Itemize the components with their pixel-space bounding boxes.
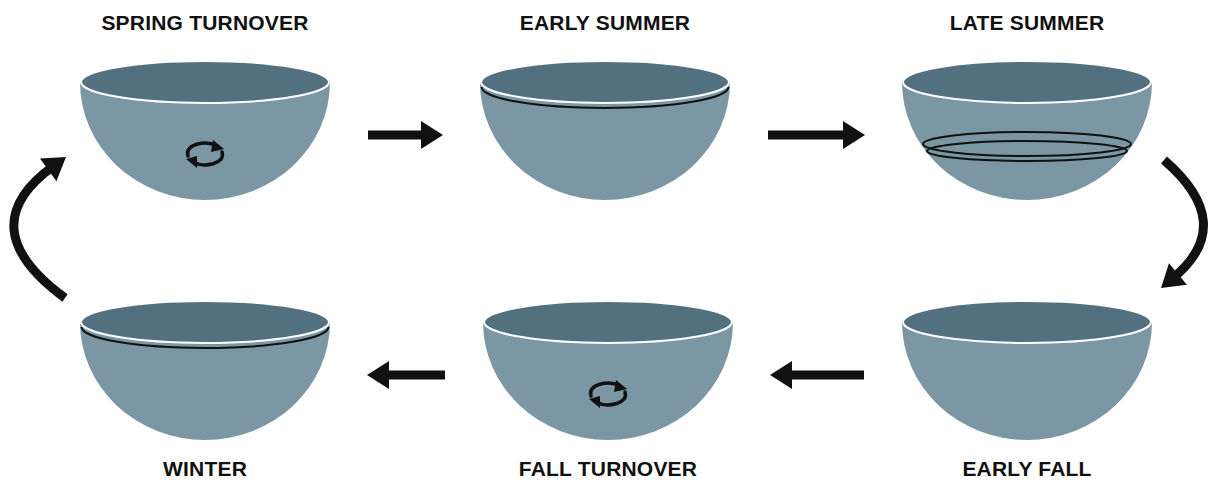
lake-surface: [81, 61, 329, 103]
stage-label: SPRING TURNOVER: [55, 10, 355, 36]
lake-stage: EARLY FALL: [902, 300, 1152, 490]
arrow-shaft: [1164, 160, 1203, 278]
arrowhead: [367, 361, 389, 389]
lake-bowl: [80, 300, 330, 442]
cycle-arrow: [768, 121, 865, 149]
lake-stage: SPRING TURNOVER: [80, 10, 330, 200]
arrow-shaft: [14, 166, 65, 298]
arrow-shaft: [786, 371, 864, 380]
lake-stage: FALL TURNOVER: [483, 300, 733, 490]
lake-stage: LATE SUMMER: [902, 10, 1152, 200]
stage-label-text: SPRING TURNOVER: [101, 11, 308, 34]
stage-label-text: EARLY SUMMER: [520, 11, 690, 34]
thermocline-line: [927, 141, 1127, 161]
cycle-arrow: [367, 361, 445, 389]
lake-bowl: [483, 300, 733, 442]
arrowhead: [770, 361, 792, 389]
arrowhead: [421, 121, 443, 149]
thermocline-line: [82, 327, 329, 348]
mixing-arrowhead: [589, 396, 600, 408]
stage-label-text: LATE SUMMER: [950, 11, 1105, 34]
cycle-arrow: [368, 121, 443, 149]
stage-label-text: EARLY FALL: [962, 457, 1091, 480]
lake-stage: EARLY SUMMER: [480, 10, 730, 200]
arrow-shaft: [768, 131, 849, 140]
mixing-arrowhead: [186, 156, 197, 168]
arrowhead: [1161, 263, 1187, 288]
stage-label-text: WINTER: [163, 457, 247, 480]
lake-bowl: [80, 60, 330, 202]
lake-surface: [481, 61, 729, 103]
mixing-arrowhead: [211, 140, 224, 152]
stage-label: EARLY FALL: [877, 456, 1177, 482]
stage-label: LATE SUMMER: [877, 10, 1177, 36]
lake-bowl: [480, 60, 730, 202]
lake-surface: [903, 61, 1151, 103]
arrow-shaft: [383, 371, 445, 380]
thermocline-line: [482, 87, 729, 108]
cycle-arrow: [770, 361, 864, 389]
lake-surface: [903, 301, 1151, 343]
mixing-arrowhead: [614, 380, 627, 392]
cycle-arrow: [1161, 160, 1203, 288]
lake-surface: [484, 301, 732, 343]
stage-label: WINTER: [55, 456, 355, 482]
stage-label: EARLY SUMMER: [455, 10, 755, 36]
lake-bowl: [902, 60, 1152, 202]
stage-label: FALL TURNOVER: [458, 456, 758, 482]
lake-bowl: [902, 300, 1152, 442]
lake-surface: [81, 301, 329, 343]
arrowhead: [40, 157, 66, 181]
lake-stage: WINTER: [80, 300, 330, 490]
stage-label-text: FALL TURNOVER: [519, 457, 697, 480]
arrow-shaft: [368, 131, 427, 140]
cycle-arrow: [14, 157, 66, 298]
arrowhead: [843, 121, 865, 149]
